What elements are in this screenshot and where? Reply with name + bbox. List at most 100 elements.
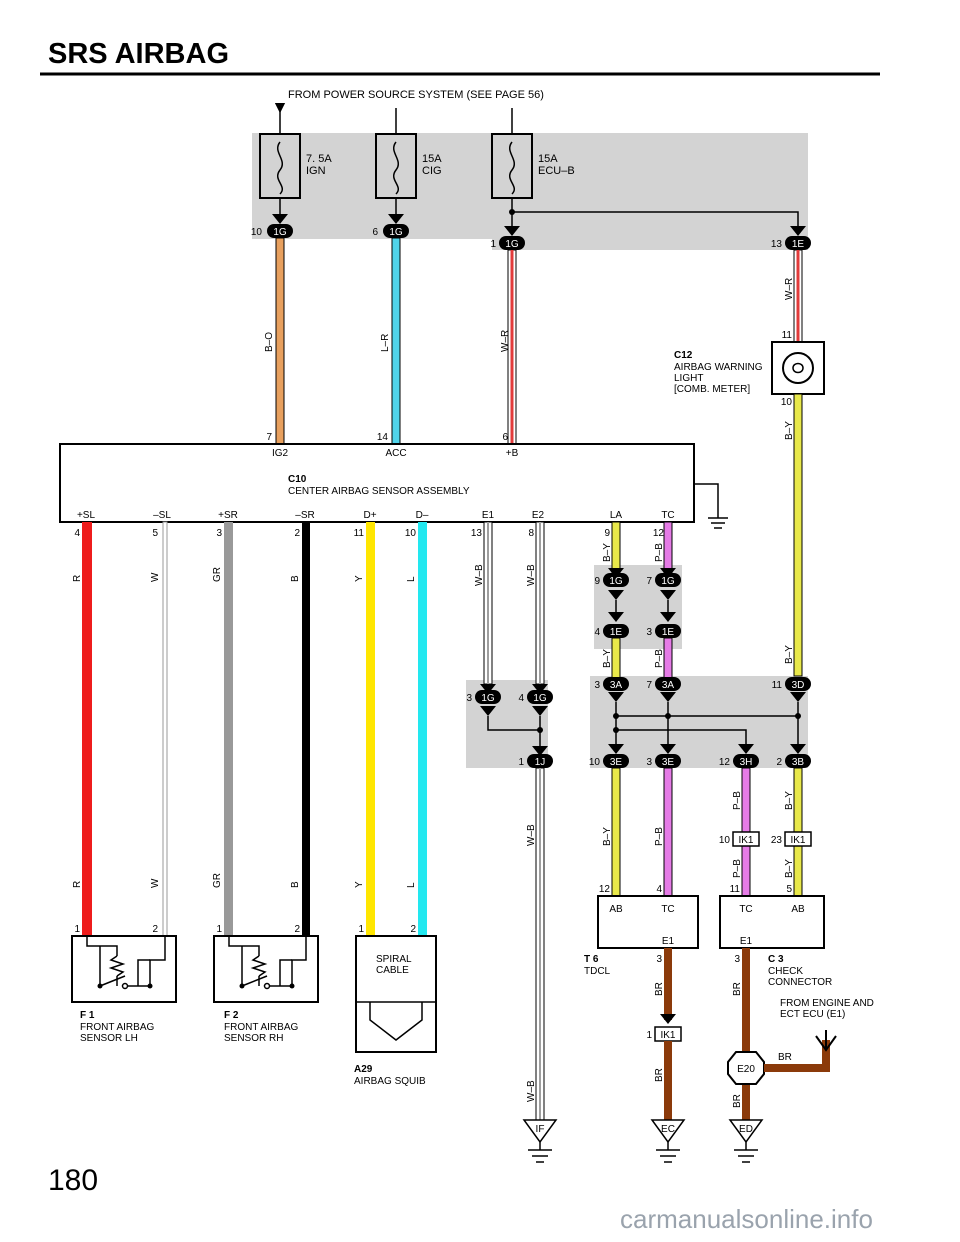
- ground-label: ED: [739, 1124, 753, 1135]
- tdcl-ab: AB: [609, 904, 623, 915]
- light-code: C12: [674, 350, 693, 361]
- assembly-pin-acc: 14: [377, 432, 389, 443]
- junction-code: IK1: [790, 835, 805, 846]
- wire-label: P–B: [654, 543, 665, 562]
- wire-label: R: [72, 575, 83, 582]
- wire-label: W–B: [474, 564, 485, 586]
- junction-pin: 12: [719, 757, 731, 768]
- wire-label: B–Y: [784, 645, 795, 664]
- tdcl-name: TDCL: [584, 966, 611, 977]
- terminal-la: LA: [610, 510, 623, 521]
- light-line-1: AIRBAG WARNING: [674, 362, 763, 373]
- watermark: carmanualsonline.info: [620, 1204, 873, 1234]
- junction-pin: 23: [771, 835, 783, 846]
- page-title: SRS AIRBAG: [48, 38, 229, 70]
- wire-label: P–B: [654, 827, 665, 846]
- wire-label: B–Y: [784, 791, 795, 810]
- wire-gray: GR GR: [212, 522, 233, 936]
- squib-inner-1: SPIRAL: [376, 954, 412, 965]
- light-line-3: [COMB. METER]: [674, 384, 750, 395]
- junction-code: 1G: [661, 576, 675, 587]
- ground-label: IF: [536, 1124, 545, 1135]
- terminal-d-plus: D+: [363, 510, 376, 521]
- airbag-squib: SPIRAL CABLE A29 AIRBAG SQUIB: [354, 935, 437, 1087]
- pin: 4: [74, 528, 80, 539]
- junction-code: 1G: [533, 693, 547, 704]
- junction-top-10-1g: 1G 10: [251, 214, 293, 238]
- fuse-ign-amp: 7. 5A: [306, 153, 332, 165]
- wire-black: B B: [290, 522, 310, 936]
- junction-pin: 10: [719, 835, 731, 846]
- wire-label: Y: [354, 881, 365, 888]
- wire-label: B: [290, 881, 301, 888]
- ground-ec: EC: [650, 1119, 686, 1163]
- squib-code: A29: [354, 1064, 373, 1075]
- terminal-acc: ACC: [385, 448, 406, 459]
- wire-label: L–R: [380, 334, 391, 352]
- pin: 12: [653, 528, 665, 539]
- junction-code: IK1: [738, 835, 753, 846]
- wire-label: B–Y: [784, 421, 795, 440]
- ground-if: IF: [522, 1119, 558, 1163]
- fuse-cig: 15A CIG: [375, 108, 442, 218]
- wire-w-b-e1: W–B: [474, 521, 493, 685]
- assembly-pin-b: 6: [502, 432, 508, 443]
- center-airbag-sensor-assembly: IG2 ACC +B C10 CENTER AIRBAG SENSOR ASSE…: [59, 443, 728, 529]
- wire-w-r: W–R: [500, 249, 517, 445]
- wire-label: B–Y: [602, 827, 613, 846]
- wire-label: GR: [212, 873, 223, 888]
- squib-pin-2: 2: [410, 924, 416, 935]
- junction-block-3-shade: [590, 676, 808, 768]
- light-line-2: LIGHT: [674, 373, 703, 384]
- terminal-plus-sr: +SR: [218, 510, 238, 521]
- airbag-warning-light: 11 10 C12 AIRBAG WARNING LIGHT [COMB. ME…: [674, 330, 825, 408]
- wire-label: BR: [654, 1068, 665, 1082]
- check-ab: AB: [791, 904, 805, 915]
- fuse-ecu-b-name: ECU–B: [538, 165, 575, 177]
- light-pin-bottom: 10: [781, 397, 793, 408]
- assembly-bottom-pins: 4 5 3 2 11 10 13 8 9 12: [74, 528, 664, 539]
- junction-pin: 3: [646, 757, 652, 768]
- wire-label: R: [72, 881, 83, 888]
- junction-pin: 3: [646, 627, 652, 638]
- ground-label: EC: [661, 1124, 675, 1135]
- ground-ed: ED: [728, 1119, 764, 1163]
- junction-ground-left: 1G 3 1G 4 1J 1: [466, 684, 553, 768]
- wire-l-r: L–R: [380, 237, 401, 445]
- wire-label: BR: [732, 982, 743, 996]
- wire-label: P–B: [732, 791, 743, 810]
- wire-label: W: [150, 572, 161, 582]
- junction-pin: 1: [646, 1030, 652, 1041]
- junction-code: 3A: [662, 680, 675, 691]
- lh-pin-2: 2: [152, 924, 158, 935]
- check-pin-ab: 5: [786, 884, 792, 895]
- junction-pin: 3: [594, 680, 600, 691]
- wire-label: GR: [212, 567, 223, 582]
- junction-code: 3H: [740, 757, 753, 768]
- check-code: C 3: [768, 954, 784, 965]
- junction-code: 1E: [662, 627, 675, 638]
- squib-inner-2: CABLE: [376, 965, 409, 976]
- junction-mid: 1G 9 1G 7 1E 4 1E 3: [594, 568, 681, 638]
- pin: 2: [294, 528, 300, 539]
- junction-code: 3E: [610, 757, 623, 768]
- check-pin-tc: 11: [730, 884, 741, 895]
- fuse-ign-name: IGN: [306, 165, 326, 177]
- fuse-ign: 7. 5A IGN: [259, 102, 332, 218]
- wire-label: B–Y: [784, 859, 795, 878]
- terminal-e1: E1: [482, 510, 495, 521]
- junction-pin: 2: [776, 757, 782, 768]
- fuse-ecu-b: 15A ECU–B: [491, 108, 799, 230]
- wire-p-b-to-tdcl: P–B: [654, 767, 673, 897]
- terminal-plus-b: +B: [506, 448, 519, 459]
- wire-label: B–O: [264, 332, 275, 352]
- tdcl-pin-ab: 12: [599, 884, 611, 895]
- junction-code: 1G: [273, 227, 287, 238]
- junction-block-1b-shade: [492, 222, 808, 250]
- wire-label: BR: [778, 1052, 792, 1063]
- check-line-2: CONNECTOR: [768, 977, 832, 988]
- terminal-plus-sl: +SL: [77, 510, 96, 521]
- junction-pin: 1: [490, 239, 496, 250]
